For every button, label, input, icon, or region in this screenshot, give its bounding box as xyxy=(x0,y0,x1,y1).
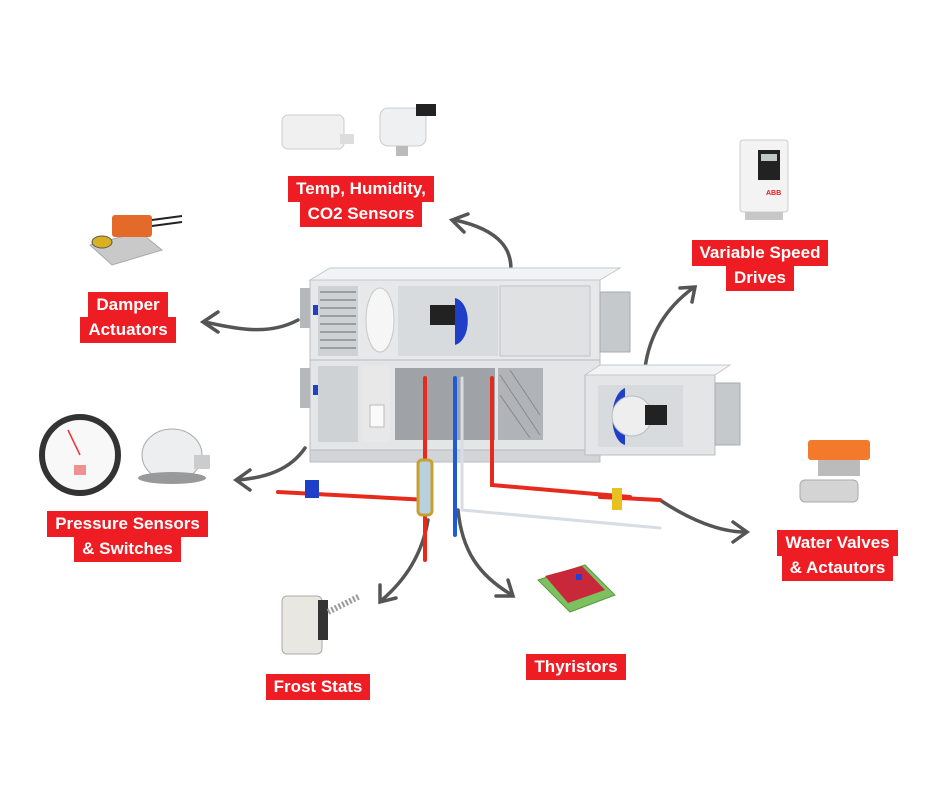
label-valves-line1: Water Valves xyxy=(777,530,898,556)
label-frost: Frost Stats xyxy=(258,674,378,700)
label-sensors: Temp, Humidity, CO2 Sensors xyxy=(276,176,446,227)
arrow-to-damper xyxy=(203,318,300,332)
water-strainer xyxy=(416,458,434,517)
arrow-to-sensors-head xyxy=(448,212,470,234)
label-valves: Water Valves & Actautors xyxy=(770,530,905,581)
label-thyristors: Thyristors xyxy=(516,654,636,680)
arrow-to-frost-head xyxy=(378,583,398,605)
label-pressure-line2: & Switches xyxy=(74,536,181,562)
label-pressure-line1: Pressure Sensors xyxy=(47,511,208,537)
arrow-to-valves xyxy=(658,498,747,534)
arrow-to-thyristors xyxy=(456,508,514,597)
label-damper-line1: Damper xyxy=(88,292,168,318)
pressure-gauge-image xyxy=(39,414,121,496)
label-damper: Damper Actuators xyxy=(68,292,188,343)
pressure-switch-image xyxy=(138,428,210,484)
pipe-valve-blue xyxy=(305,480,319,498)
arrow-to-valves-head xyxy=(731,520,751,544)
temp-humidity-sensor-image xyxy=(281,104,436,156)
label-sensors-line1: Temp, Humidity, xyxy=(288,176,434,202)
frost-stat-image xyxy=(281,593,362,655)
arrow-to-vsd xyxy=(643,286,695,370)
ahu-fan-section xyxy=(583,364,741,456)
arrow-to-thyristors-head xyxy=(494,578,516,598)
label-vsd-line2: Drives xyxy=(726,265,794,291)
label-pressure: Pressure Sensors & Switches xyxy=(40,511,215,562)
damper-actuator-image xyxy=(88,215,183,266)
label-frost-line1: Frost Stats xyxy=(265,674,371,700)
label-damper-line2: Actuators xyxy=(80,317,176,343)
label-sensors-line2: CO2 Sensors xyxy=(299,201,423,227)
arrow-to-pressure xyxy=(235,446,307,482)
thyristor-image xyxy=(537,564,616,613)
label-vsd: Variable Speed Drives xyxy=(680,240,840,291)
variable-speed-drive-image: ABB xyxy=(739,139,789,220)
label-vsd-line1: Variable Speed xyxy=(691,240,829,266)
arrow-to-vsd-head xyxy=(678,285,698,304)
water-valve-image xyxy=(799,440,870,503)
ahu-upper-row xyxy=(300,267,631,361)
label-thyristors-line1: Thyristors xyxy=(526,654,626,680)
label-valves-line2: & Actautors xyxy=(781,555,894,581)
arrow-to-damper-head xyxy=(199,310,220,334)
pipe-valve-yellow xyxy=(612,488,622,510)
arrow-to-pressure-head xyxy=(232,468,252,492)
abb-logo: ABB xyxy=(766,190,781,197)
